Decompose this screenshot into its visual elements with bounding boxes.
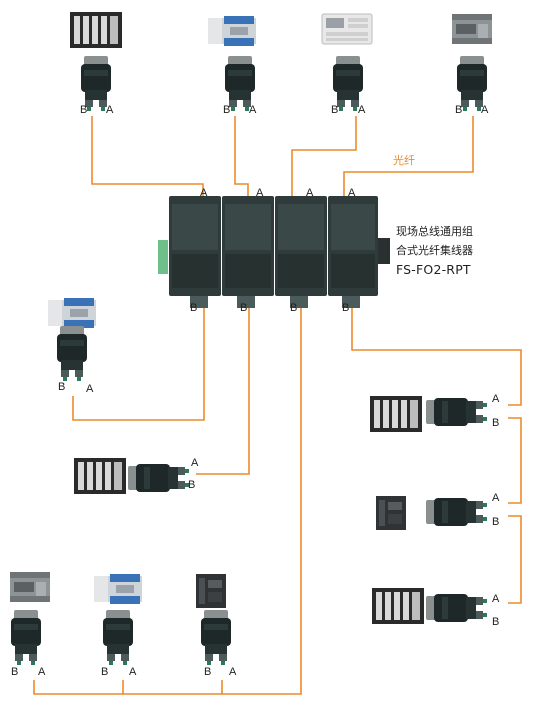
bottom-node-1 <box>10 572 50 665</box>
hub-module-4 <box>328 196 378 308</box>
port-a-label: A <box>481 104 489 116</box>
port-b-label: B <box>58 381 66 393</box>
hub-module-2 <box>222 196 274 308</box>
port-a-label: A <box>229 666 237 678</box>
fiber-cables <box>33 116 522 695</box>
hub-port-a-label: A <box>348 187 356 199</box>
top-node-2 <box>208 16 256 111</box>
fiber-link-top-4 <box>343 116 474 200</box>
port-b-label: B <box>223 104 231 116</box>
hub-port-b-label: B <box>240 302 248 314</box>
hub-port-b-label: B <box>190 302 198 314</box>
fiber-link-top-1 <box>91 116 204 200</box>
hub-port-a-label: A <box>306 187 314 199</box>
port-a-label: A <box>38 666 46 678</box>
port-b-label: B <box>188 479 196 491</box>
hub-port-a-label: A <box>200 187 208 199</box>
fiber-link-top-2 <box>234 116 249 200</box>
fiber-link-bottom-2 <box>122 680 222 695</box>
port-a-label: A <box>129 666 137 678</box>
fiber-link-bottom-row <box>221 308 302 695</box>
fiber-link-right-chain <box>351 308 522 406</box>
port-b-label: B <box>331 104 339 116</box>
left-node-rack <box>74 458 189 494</box>
hub-port-a-label: A <box>256 187 264 199</box>
port-a-label: A <box>492 593 500 605</box>
hub-title-line1: 现场总线通用组 <box>396 225 473 238</box>
port-a-label: A <box>492 393 500 405</box>
right-node-3 <box>372 588 487 624</box>
hub-module-1 <box>169 196 221 308</box>
fiber-hub <box>158 196 390 308</box>
port-b-label: B <box>101 666 109 678</box>
fiber-link-left-module <box>72 308 205 421</box>
hub-title-block: 现场总线通用组 合式光纤集线器 FS-FO2-RPT <box>396 222 516 279</box>
port-a-label: A <box>249 104 257 116</box>
fiber-link-right-3 <box>508 515 522 604</box>
top-node-4 <box>452 14 492 111</box>
top-node-1 <box>70 12 122 111</box>
port-b-label: B <box>492 417 500 429</box>
fiber-link-left-rack <box>196 308 250 475</box>
bottom-node-2 <box>94 574 142 665</box>
fiber-link-top-3 <box>291 116 357 200</box>
port-b-label: B <box>455 104 463 116</box>
port-b-label: B <box>80 104 88 116</box>
right-node-1 <box>370 396 487 432</box>
left-node-module <box>48 298 96 381</box>
hub-module-3 <box>275 196 327 308</box>
fiber-link-right-2 <box>508 417 522 504</box>
fiber-label: 光纤 <box>393 154 415 167</box>
top-node-3 <box>321 13 373 111</box>
port-a-label: A <box>191 457 199 469</box>
hub-port-b-label: B <box>342 302 350 314</box>
port-b-label: B <box>204 666 212 678</box>
port-b-label: B <box>11 666 19 678</box>
right-node-2 <box>376 496 487 530</box>
hub-title-line2: 合式光纤集线器 <box>396 244 473 257</box>
bottom-node-3 <box>196 574 231 665</box>
port-b-label: B <box>492 516 500 528</box>
port-a-label: A <box>358 104 366 116</box>
port-b-label: B <box>492 616 500 628</box>
port-a-label: A <box>492 492 500 504</box>
hub-model: FS-FO2-RPT <box>396 262 471 277</box>
hub-port-b-label: B <box>290 302 298 314</box>
fiber-link-bottom-3 <box>33 680 123 695</box>
port-a-label: A <box>106 104 114 116</box>
port-a-label: A <box>86 383 94 395</box>
